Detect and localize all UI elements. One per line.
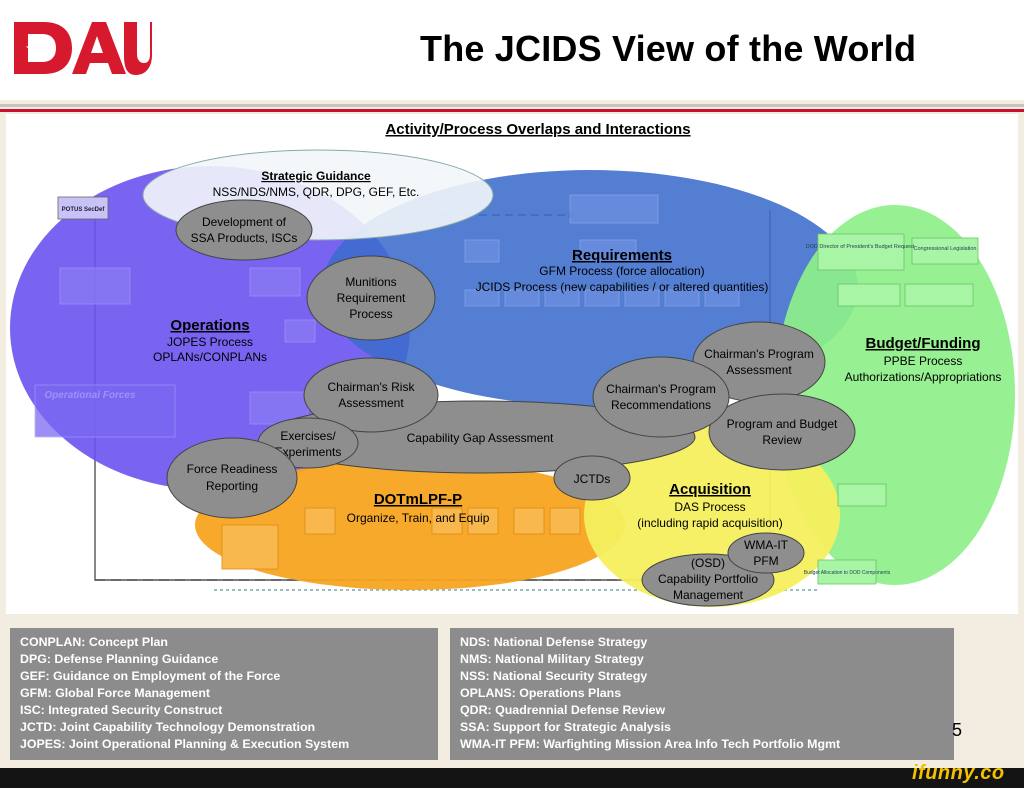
glossary-item: QDR: Quadrennial Defense Review — [460, 703, 666, 717]
dau-logo — [14, 22, 152, 75]
glossary-item: NSS: National Security Strategy — [460, 669, 648, 683]
bubble-wma: WMA-IT PFM — [727, 532, 805, 574]
svg-text:Capability Portfolio: Capability Portfolio — [658, 572, 758, 586]
footer-bar — [0, 768, 1024, 788]
diagram-subtitle: Activity/Process Overlaps and Interactio… — [385, 121, 690, 138]
strategic-heading: Strategic Guidance — [261, 169, 371, 183]
operations-line2: OPLANs/CONPLANs — [153, 350, 267, 364]
glossary-item: JCTD: Joint Capability Technology Demons… — [20, 720, 316, 734]
dotmlpf-line1: Organize, Train, and Equip — [347, 511, 490, 525]
dod-director-label: DOD Director of President's Budget Reque… — [806, 244, 915, 250]
dotmlpf-heading: DOTmLPF-P — [374, 491, 462, 508]
strategic-text: NSS/NDS/NMS, QDR, DPG, GEF, Etc. — [213, 185, 420, 199]
acquisition-heading: Acquisition — [669, 481, 751, 498]
divider-gray — [0, 104, 1024, 107]
svg-text:Force Readiness: Force Readiness — [187, 462, 278, 476]
svg-text:Capability Gap Assessment: Capability Gap Assessment — [407, 431, 554, 445]
glossary-item: JOPES: Joint Operational Planning & Exec… — [20, 737, 350, 751]
svg-text:Development of: Development of — [202, 215, 287, 229]
svg-text:(OSD): (OSD) — [691, 556, 725, 570]
glossary-item: GEF: Guidance on Employment of the Force — [20, 669, 281, 683]
svg-text:WMA-IT: WMA-IT — [744, 538, 789, 552]
divider-red — [0, 109, 1024, 112]
svg-text:Experiments: Experiments — [275, 445, 342, 459]
bubble-risk: Chairman's Risk Assessment — [303, 357, 439, 433]
svg-text:Reporting: Reporting — [206, 479, 258, 493]
glossary-item: NMS: National Military Strategy — [460, 652, 644, 666]
slide-title: The JCIDS View of the World — [420, 28, 917, 69]
acquisition-line2: (including rapid acquisition) — [637, 516, 782, 530]
logo-mark — [14, 22, 152, 75]
glossary-item: NDS: National Defense Strategy — [460, 635, 648, 649]
glossary-item: OPLANS: Operations Plans — [460, 686, 622, 700]
requirements-inner-boxes — [464, 194, 740, 307]
svg-text:PFM: PFM — [753, 554, 778, 568]
requirements-line1: GFM Process (force allocation) — [539, 264, 704, 278]
operations-line1: JOPES Process — [167, 335, 253, 349]
svg-text:Recommendations: Recommendations — [611, 398, 711, 412]
budget-line2: Authorizations/Appropriations — [845, 370, 1002, 384]
svg-text:Review: Review — [762, 433, 802, 447]
glossary-item: WMA-IT PFM: Warfighting Mission Area Inf… — [460, 737, 841, 751]
budget-allocation-label: Budget Allocation to DOD Components — [804, 570, 891, 576]
overlap-diagram: Activity/Process Overlaps and Interactio… — [10, 121, 1015, 607]
strategic-guidance-text: Strategic Guidance NSS/NDS/NMS, QDR, DPG… — [213, 169, 420, 199]
operations-heading: Operations — [170, 317, 249, 334]
budget-heading: Budget/Funding — [866, 335, 981, 352]
svg-text:Exercises/: Exercises/ — [280, 429, 336, 443]
bubble-dev-ssa: Development of SSA Products, ISCs — [175, 199, 313, 261]
svg-text:Chairman's Risk: Chairman's Risk — [328, 380, 416, 394]
svg-text:Assessment: Assessment — [726, 363, 792, 377]
header: The JCIDS View of the World — [0, 0, 1024, 100]
glossary-left: CONPLAN: Concept Plan DPG: Defense Plann… — [10, 628, 438, 760]
svg-text:Process: Process — [349, 307, 392, 321]
requirements-line2: JCIDS Process (new capabilities / or alt… — [476, 280, 769, 294]
bubble-pbr: Program and Budget Review — [708, 393, 856, 471]
acquisition-line1: DAS Process — [674, 500, 745, 514]
dotmlpf-inner-boxes — [221, 507, 581, 570]
bubble-force-readiness: Force Readiness Reporting — [166, 437, 298, 519]
bubble-jctds: JCTDs — [553, 455, 631, 501]
glossary-item: ISC: Integrated Security Construct — [20, 703, 223, 717]
svg-text:JCTDs: JCTDs — [574, 472, 611, 486]
bubble-munitions: Munitions Requirement Process — [306, 255, 436, 341]
svg-text:Program and Budget: Program and Budget — [727, 417, 838, 431]
svg-text:Munitions: Munitions — [345, 275, 396, 289]
glossary-item: CONPLAN: Concept Plan — [20, 635, 169, 649]
budget-line1: PPBE Process — [884, 354, 963, 368]
budget-inner-boxes — [817, 233, 979, 585]
congressional-label: Congressional Legislation — [914, 246, 977, 252]
operational-forces-label: Operational Forces — [44, 390, 136, 401]
watermark: ifunny.co — [912, 762, 1005, 784]
logo-star — [26, 42, 42, 58]
glossary-item: GFM: Global Force Management — [20, 686, 211, 700]
svg-text:Chairman's Program: Chairman's Program — [606, 382, 716, 396]
svg-text:Assessment: Assessment — [338, 396, 404, 410]
dotmlpf-text: DOTmLPF-P Organize, Train, and Equip — [347, 491, 490, 525]
svg-text:Management: Management — [673, 588, 744, 602]
dotmlpf-ellipse — [195, 460, 625, 590]
potus-box — [57, 196, 109, 220]
glossary-item: SSA: Support for Strategic Analysis — [460, 720, 671, 734]
requirements-heading: Requirements — [572, 247, 672, 264]
page-number: 5 — [952, 720, 963, 740]
svg-text:Requirement: Requirement — [337, 291, 406, 305]
potus-label: POTUS SecDef — [62, 207, 106, 213]
requirements-text: Requirements GFM Process (force allocati… — [476, 247, 769, 294]
bubble-cpr: Chairman's Program Recommendations — [592, 356, 730, 438]
operations-text: Operations JOPES Process OPLANs/CONPLANs — [153, 317, 267, 364]
glossary-right: NDS: National Defense Strategy NMS: Nati… — [450, 628, 954, 760]
svg-text:Chairman's Program: Chairman's Program — [704, 347, 814, 361]
budget-text: Budget/Funding PPBE Process Authorizatio… — [845, 335, 1002, 384]
svg-text:SSA Products, ISCs: SSA Products, ISCs — [191, 231, 298, 245]
acquisition-text: Acquisition DAS Process (including rapid… — [637, 481, 782, 530]
glossary-item: DPG: Defense Planning Guidance — [20, 652, 219, 666]
